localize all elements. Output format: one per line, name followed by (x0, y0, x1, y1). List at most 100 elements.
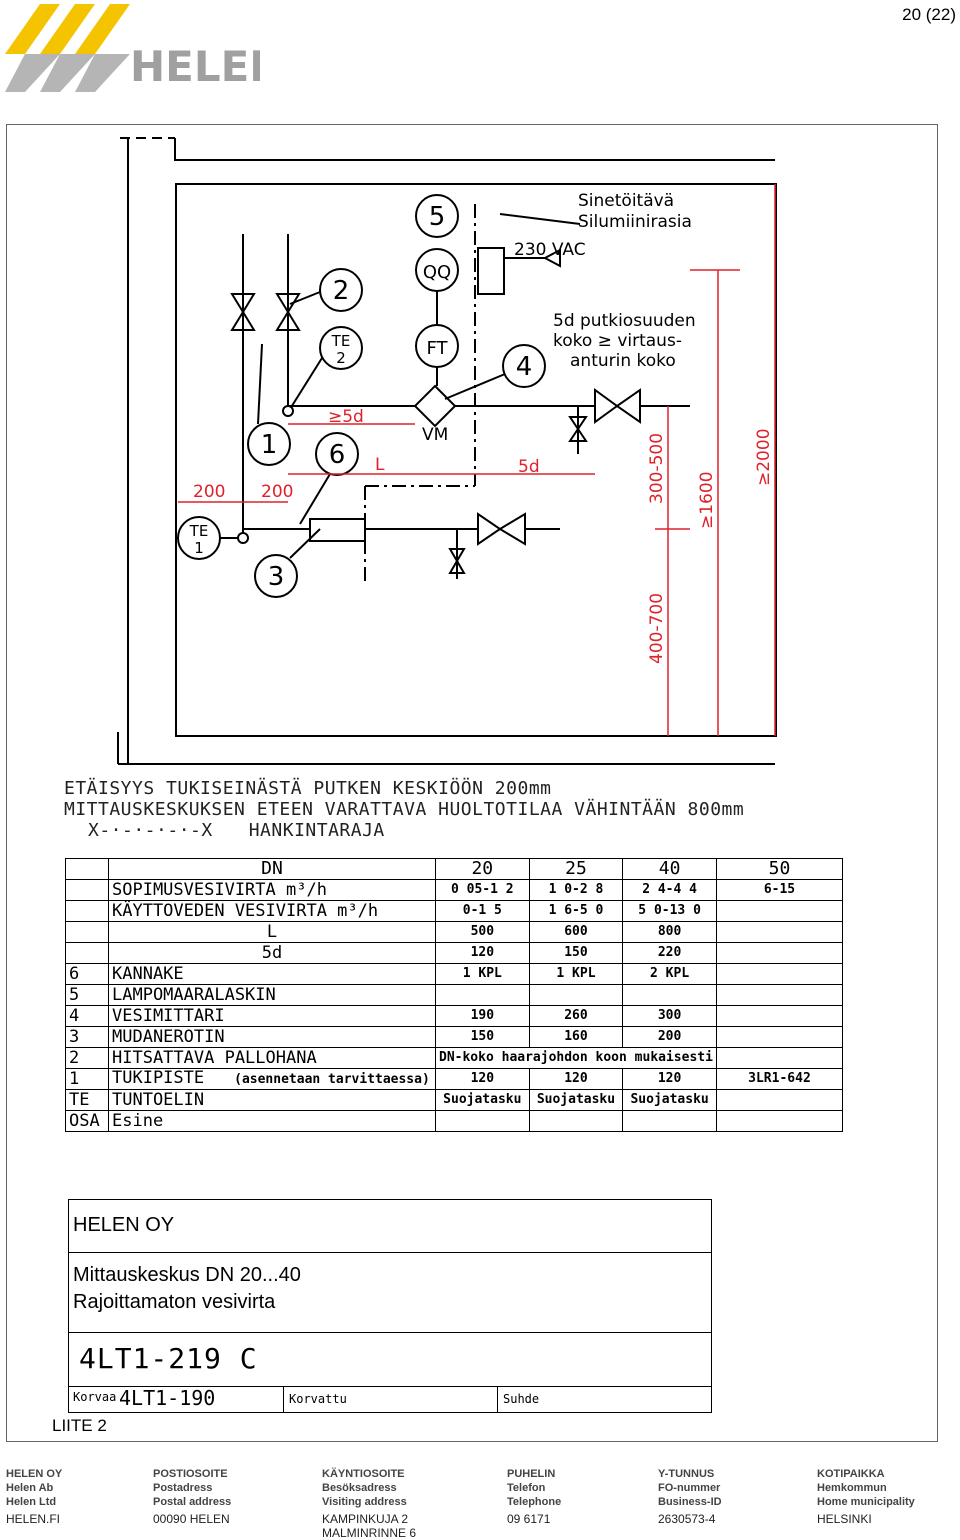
callout-6: 6 (329, 440, 346, 470)
row-number-cell: 1 (65, 1068, 109, 1090)
callout-qq: QQ (423, 262, 451, 283)
row-dn50-cell (715, 963, 844, 985)
title-block: HELEN OY Mittauskeskus DN 20...40 Rajoit… (68, 1199, 712, 1413)
row-dn25-cell: 1 6-5 0 (528, 900, 624, 922)
row-dn20-cell (435, 984, 530, 1006)
row-dn50-cell (715, 1026, 844, 1048)
footer-heading: Telefon (507, 1482, 546, 1494)
row-name: VESIMITTARI (112, 1006, 225, 1026)
row-name-cell: KÄYTTOVEDEN VESIVIRTA m³/h (108, 900, 436, 922)
replaces-label: Korvaa (73, 1390, 117, 1404)
diagram-text-labels: Sinetöitävä Silumiinirasia 230 VAC VM 5d… (422, 191, 696, 445)
drawing-frame (6, 124, 938, 1442)
row-note: (asennetaan tarvittaessa) (234, 1072, 430, 1087)
row-name-cell: HITSATTAVA PALLOHANA (108, 1047, 436, 1069)
header-dn20: 20 (435, 858, 530, 880)
row-dn20-cell: 1 KPL (435, 963, 530, 985)
footer-heading: Home municipality (817, 1496, 915, 1508)
row-number-cell: TE (65, 1089, 109, 1111)
row-dn40-cell: 800 (622, 921, 717, 943)
scale-label: Suhde (503, 1392, 540, 1406)
row-number-cell: OSA (65, 1110, 109, 1132)
footer-value: 09 6171 (507, 1512, 551, 1526)
title-company: HELEN OY (73, 1214, 175, 1236)
header-dn-cell: DN (108, 858, 436, 880)
title-divider (69, 1386, 711, 1387)
appendix-label: LIITE 2 (52, 1416, 107, 1435)
row-span-cell: DN-koko haarajohdon koon mukaisesti (435, 1047, 717, 1069)
row-dn40-cell (622, 984, 717, 1006)
header-dn40: 40 (622, 858, 717, 880)
label-sealable: Sinetöitävä (578, 191, 674, 211)
header-dn25: 25 (528, 858, 624, 880)
callout-4: 4 (516, 352, 533, 382)
row-dn50-cell (715, 1047, 844, 1069)
callout-5: 5 (429, 202, 446, 232)
footer-heading: Visiting address (322, 1496, 407, 1508)
footer-heading: Business-ID (658, 1496, 722, 1508)
footer-heading: FO-nummer (658, 1482, 721, 1494)
row-dn25-cell: 150 (528, 942, 624, 964)
label-5d-note-1: 5d putkiosuuden (553, 311, 696, 331)
footer-value: 00090 HELEN (153, 1512, 230, 1526)
drawing-number: 4LT1-219 C (79, 1342, 258, 1375)
row-name-cell: LAMPOMAARALASKIN (108, 984, 436, 1006)
table-header-row: DN 20 25 40 50 (65, 858, 844, 880)
row-dn20-cell: 120 (435, 1068, 530, 1090)
row-name-cell: 5d (108, 942, 436, 964)
row-dn20-cell: 500 (435, 921, 530, 943)
procurement-limit-label: HANKINTARAJA (248, 820, 385, 841)
logo-chevrons (5, 4, 130, 92)
row-dn20-cell: 150 (435, 1026, 530, 1048)
label-5d-note-2: koko ≥ virtaus- (553, 331, 682, 351)
row-dn20-cell: 190 (435, 1005, 530, 1027)
callout-te1-top: TE (189, 522, 209, 540)
row-dn50-cell (715, 1089, 844, 1111)
row-number-cell (65, 942, 109, 964)
row-name-cell: KANNAKE (108, 963, 436, 985)
footer-heading: Hemkommun (817, 1482, 887, 1494)
dim-5d: 5d (518, 457, 540, 477)
row-name: LAMPOMAARALASKIN (112, 985, 276, 1005)
row-name: Esine (112, 1111, 164, 1131)
callout-te1-bottom: 1 (194, 539, 204, 557)
row-dn20-cell: 0 05-1 2 (435, 879, 530, 901)
piping-diagram: 5 QQ FT 4 2 TE 2 1 6 TE 1 3 Sinetöitävä … (117, 137, 777, 765)
footer-heading: POSTIOSOITE (153, 1468, 228, 1480)
footer-heading: KÄYNTIOSOITE (322, 1468, 405, 1480)
label-vm: VM (422, 425, 448, 445)
row-dn25-cell: 1 KPL (528, 963, 624, 985)
row-name-cell: TUNTOELIN (108, 1089, 436, 1111)
dim-400-700: 400-700 (647, 593, 667, 664)
parts-table-body: DN 20 25 40 50 SOPIMUSVESIVIRTA m³/h 0 05… (65, 858, 844, 1132)
footer-heading: Postadress (153, 1482, 213, 1494)
row-dn20-cell: 0-1 5 (435, 900, 530, 922)
row-dn20-cell: 120 (435, 942, 530, 964)
header-dn50: 50 (715, 858, 844, 880)
page-number: 20 (22) (902, 5, 956, 24)
row-dn50-cell (715, 921, 844, 943)
row-name-cell: L (108, 921, 436, 943)
diagram-callout-labels: 5 QQ FT 4 2 TE 2 1 6 TE 1 3 (189, 202, 533, 592)
row-number-cell (65, 921, 109, 943)
row-dn25-cell: 160 (528, 1026, 624, 1048)
row-name: KANNAKE (112, 964, 184, 984)
footer-heading: Postal address (153, 1496, 232, 1508)
title-divider (69, 1252, 711, 1253)
row-name: 5d (261, 943, 283, 963)
row-dn50-cell: 6-15 (715, 879, 844, 901)
row-dn50-cell (715, 942, 844, 964)
dim-min-5d: ≥5d (328, 407, 364, 427)
row-name: SOPIMUSVESIVIRTA m³/h (112, 880, 327, 900)
row-number-cell: 6 (65, 963, 109, 985)
